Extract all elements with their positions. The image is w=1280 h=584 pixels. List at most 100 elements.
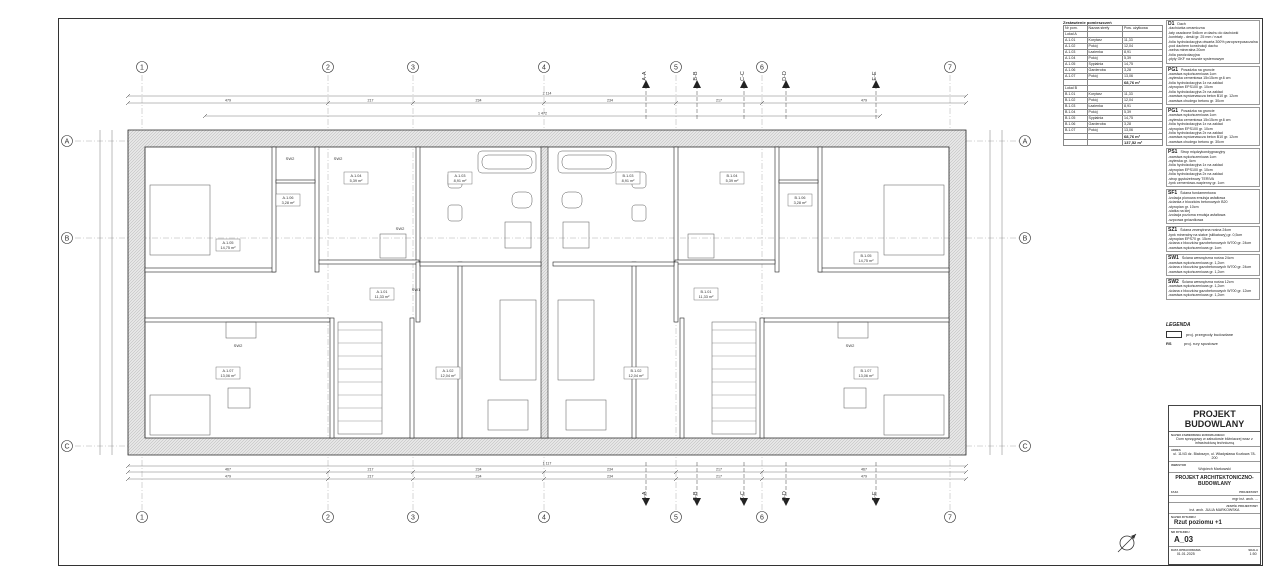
interior-wall bbox=[314, 146, 320, 273]
axis-label-bottom: 3 bbox=[411, 515, 415, 522]
room-id: B.1.02 bbox=[631, 369, 642, 373]
spec-line: -warstwa chudego betonu gr. 30cm bbox=[1168, 139, 1224, 144]
spec-line: -tynk cementowo-wapienny gr. 1cm bbox=[1168, 181, 1225, 185]
dimension-tick bbox=[759, 100, 765, 106]
spec-line: -styropian EPS100 gr. 10cm bbox=[1168, 85, 1213, 90]
interior-wall bbox=[818, 267, 950, 273]
wall-tag: SW2 bbox=[234, 343, 243, 348]
spec-line: -płyty GKF na ruszcie systemowym bbox=[1168, 57, 1225, 62]
dimension-segment: 479 bbox=[861, 99, 867, 103]
room-id: B.1.05 bbox=[861, 254, 872, 258]
spec-line: -warstwa chudego betonu gr. 30cm bbox=[1168, 98, 1224, 103]
axis-label-top: 4 bbox=[542, 65, 546, 72]
axis-label-left: A bbox=[65, 139, 70, 146]
exterior-wall bbox=[127, 129, 967, 456]
spec-line: -wełna mineralna 20cm bbox=[1168, 48, 1206, 53]
water-heater-icon bbox=[379, 233, 407, 259]
room-schedule-title: Zestawienie pomieszczeń bbox=[1063, 20, 1112, 25]
wall-tag: SW2 bbox=[396, 226, 405, 231]
room-id: A.1.02 bbox=[443, 369, 454, 373]
investment-cell: NAZWA ZAMIERZENIA BUDOWLANEGO Dom sprzęg… bbox=[1169, 432, 1260, 447]
spec-line: -styropian EPS100 gr. 10cm bbox=[1168, 126, 1213, 131]
drawing-sheet-border bbox=[58, 18, 1263, 566]
table-grand-total-row: 137,52 m² bbox=[1063, 139, 1163, 146]
spec-line: -folia hydroizolacyjna 2x na zakład bbox=[1168, 89, 1223, 94]
axis-bubble-icon bbox=[944, 511, 956, 523]
interior-wall bbox=[144, 267, 276, 273]
dimension-tick bbox=[759, 469, 765, 475]
spec-line: -warstwa wykończeniowa gr. 1,2cm bbox=[1168, 260, 1225, 265]
dimension-tick bbox=[541, 476, 547, 482]
scale-label: SKALA bbox=[1248, 548, 1258, 552]
room-label-box bbox=[343, 171, 369, 185]
interior-wall bbox=[144, 317, 331, 323]
axis-label-left: B bbox=[65, 236, 70, 243]
dimension-tick bbox=[963, 93, 969, 99]
room-label-box bbox=[787, 193, 813, 207]
axis-bubble-icon bbox=[322, 61, 334, 73]
spec-line: -styropian EPS100 gr. 10cm bbox=[1168, 167, 1213, 172]
desk-icon bbox=[487, 399, 529, 431]
interior-wall bbox=[457, 261, 463, 439]
spec-code: PG1 bbox=[1168, 107, 1179, 114]
axis-label-top: 7 bbox=[948, 65, 952, 72]
date-scale-cell: DATA OPRACOWANIA 01.01.2025 SKALA 1:50 bbox=[1169, 547, 1260, 557]
desk-icon bbox=[565, 399, 607, 431]
kitchen-sink-icon bbox=[837, 321, 869, 339]
axis-bubble-icon bbox=[538, 511, 550, 523]
dimension-segment: 234 bbox=[476, 468, 482, 472]
dimension-inner: 1 472 bbox=[538, 112, 547, 116]
desk-icon bbox=[883, 394, 945, 436]
axis-bubble-icon bbox=[61, 232, 73, 244]
dimension-segment: 217 bbox=[716, 468, 722, 472]
dimension-segment: 234 bbox=[607, 468, 613, 472]
room-label-box bbox=[623, 366, 649, 380]
spec-line: -folia hydroizolacyjna 1x na zakład bbox=[1168, 122, 1223, 127]
spec-line: -folia hydroizolacyjna 1x na zakład bbox=[1168, 163, 1223, 168]
dimension-segment: 479 bbox=[225, 475, 231, 479]
investment-label: NAZWA ZAMIERZENIA BUDOWLANEGO bbox=[1171, 433, 1225, 437]
address-cell: ADRES ul. 11/43 dz. Białoszyn, ul. Włady… bbox=[1169, 447, 1260, 462]
room-area: 14,75 m² bbox=[221, 246, 237, 250]
section-label-top: E-E bbox=[872, 71, 878, 81]
axis-bubble-icon bbox=[756, 61, 768, 73]
spec-line: -warstwa wykończeniowa 1cm bbox=[1168, 113, 1217, 118]
fixtures bbox=[149, 150, 945, 436]
dimension-tick bbox=[125, 463, 131, 469]
room-id: B.1.03 bbox=[623, 174, 634, 178]
spec-line: -warstwa wykończeniowa gr. 1,2cm bbox=[1168, 293, 1225, 298]
water-heater-icon bbox=[687, 233, 715, 259]
legend-label: proj. przegrody budowlane bbox=[1186, 332, 1234, 337]
wall-tag: SW1 bbox=[412, 287, 421, 292]
room-label-box bbox=[369, 287, 395, 301]
drawing-name-label: NAZWA RYSUNKU bbox=[1171, 515, 1196, 519]
dimension-tick bbox=[410, 469, 416, 475]
spec-line: -warstwa wyrównawcza beton B10 gr. 12cm bbox=[1168, 94, 1238, 99]
table-cell: 137,52 m² bbox=[1122, 139, 1163, 146]
dimension-segment: 217 bbox=[368, 475, 374, 479]
dimension-tick bbox=[325, 476, 331, 482]
axis-bubble-icon bbox=[322, 511, 334, 523]
interior-wall bbox=[679, 317, 685, 439]
room-area: 14,75 m² bbox=[859, 259, 875, 263]
dimension-tick bbox=[541, 469, 547, 475]
interior-wall bbox=[275, 179, 316, 184]
shower-tray-icon bbox=[562, 221, 590, 249]
axis-label-right: C bbox=[1022, 444, 1027, 451]
interior-wall bbox=[763, 317, 950, 323]
room-id: B.1.07 bbox=[861, 369, 872, 373]
drawing-number-label: NR RYSUNKU bbox=[1171, 530, 1190, 534]
company-name: PROJEKT ARCHITEKTONICZNO-BUDOWLANY bbox=[1175, 475, 1254, 487]
spec-name: Ściana wewnętrzna nośna 12cm bbox=[1181, 279, 1234, 284]
drawing-name-value: Rzut poziomu +1 bbox=[1174, 520, 1222, 526]
spec-code: SZ1 bbox=[1168, 227, 1178, 234]
section-label-top: D-D bbox=[782, 71, 788, 81]
dimension-segment: 479 bbox=[861, 475, 867, 479]
section-label-bottom: E-E bbox=[872, 491, 878, 501]
